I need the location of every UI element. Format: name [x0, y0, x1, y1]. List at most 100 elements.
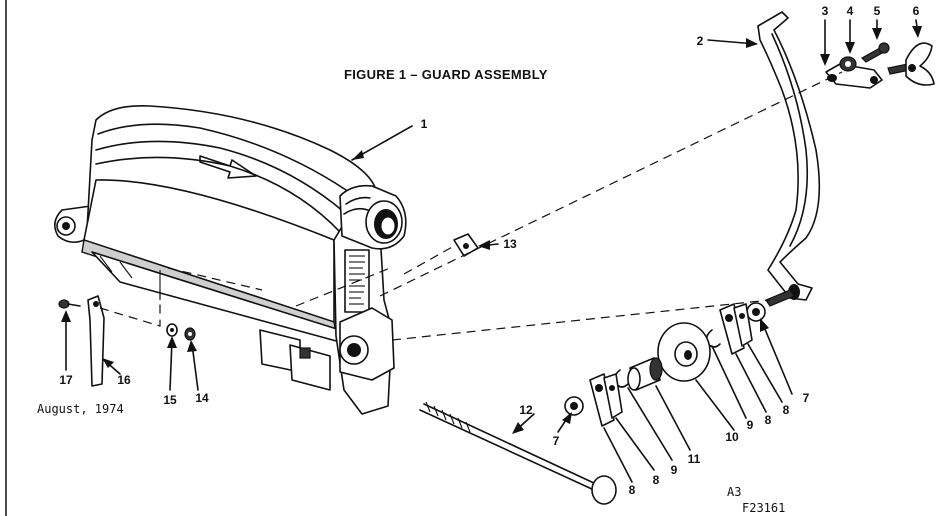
clamp-hardware: [825, 42, 935, 89]
leader-12-arrow: [512, 422, 524, 434]
plate-8-left-b-hole: [609, 385, 615, 391]
dust-spout-ribs: [343, 196, 371, 215]
leader-9-left: [627, 387, 673, 461]
bracket-square-hole: [299, 347, 311, 359]
assembly-dashed-lines: [99, 71, 843, 341]
leader-5-arrow: [872, 28, 882, 40]
guard-rod: [419, 401, 617, 505]
pointer-16: [87, 295, 105, 387]
leader-lines: [61, 19, 922, 483]
callout-8-right-a: 8: [783, 403, 790, 417]
callout-4: 4: [847, 4, 854, 18]
callout-8-left-a: 8: [653, 473, 660, 487]
clamp-hole-left: [827, 74, 837, 82]
guard-shell-line-2: [95, 140, 345, 213]
guard-housing: [54, 104, 407, 415]
leader-7-right: [761, 321, 793, 395]
rod-thread-marks: [425, 401, 471, 433]
leader-15-arrow: [167, 336, 177, 348]
nut-7-left-hole: [570, 402, 578, 410]
dust-spout-bore: [380, 216, 396, 236]
callout-12: 12: [519, 403, 533, 417]
callout-11: 11: [688, 452, 701, 466]
leader-7-left-arrow: [562, 412, 572, 424]
dash-pointer-to-slot: [99, 286, 161, 327]
leader-8-right: [747, 343, 783, 403]
dash-guard-inner: [295, 267, 391, 307]
leader-13-arrow: [478, 240, 490, 250]
wing-nut-icon: [905, 42, 935, 86]
callout-10: 10: [725, 430, 739, 444]
spring-sleeve-11-end: [627, 367, 641, 391]
callout-9-left: 9: [671, 463, 678, 477]
callout-7-right: 7: [803, 391, 810, 405]
callout-8-left-b: 8: [629, 483, 636, 497]
dash-boss-to-arm-bolt: [391, 299, 771, 341]
nut-7-right-hole: [752, 308, 760, 316]
plate-8-right-b: [733, 303, 753, 347]
issue-date: August, 1974: [37, 402, 124, 416]
leader-15: [169, 339, 173, 391]
guard-disc-10-hole: [684, 350, 692, 360]
leader-8-right-b: [735, 353, 767, 413]
callout-9-right: 9: [747, 418, 754, 432]
guard-skirt-ribs: [99, 255, 133, 279]
left-small-parts: [58, 295, 196, 387]
figure-title: FIGURE 1 – GUARD ASSEMBLY: [344, 67, 548, 82]
callout-7-left: 7: [553, 434, 560, 448]
arm-bolt: [765, 289, 795, 307]
callout-labels: 1 2 3 4 5 6 7 8 8 9 10 11 9 8 8 7 12 13 …: [59, 4, 919, 497]
rod-shaft-top: [423, 403, 597, 485]
guard-left-ear-hole-center: [62, 222, 70, 230]
plate-8-right-a-hole: [725, 314, 733, 322]
clamp-nut-hole: [845, 61, 851, 67]
leader-14: [191, 343, 199, 391]
leader-2-arrow: [746, 38, 758, 48]
leader-1-arrow: [352, 150, 364, 160]
leader-8-left-b: [603, 427, 633, 483]
shaft-hardware: [564, 289, 795, 427]
square-nut-hole: [463, 243, 469, 249]
dash-slot-line: [167, 267, 263, 291]
drawing-code-line-1: A3: [727, 485, 742, 499]
guard-arm-body: [757, 11, 821, 301]
callout-5: 5: [874, 4, 881, 18]
plate-8-left-b: [603, 373, 623, 419]
leader-3-arrow: [820, 54, 830, 66]
leader-7-right-arrow: [760, 318, 769, 332]
wing-nut-center: [908, 64, 916, 72]
pointer-16-hole: [93, 301, 99, 307]
leader-10: [695, 379, 735, 431]
leader-4-arrow: [845, 42, 855, 54]
callout-3: 3: [822, 4, 829, 18]
callout-15: 15: [163, 393, 177, 407]
callout-17: 17: [59, 373, 73, 387]
callout-1: 1: [421, 117, 428, 131]
leader-9-right: [711, 345, 747, 419]
square-nut-13: [453, 233, 479, 257]
guard-arm: [757, 11, 821, 301]
guard-arm-inner-edge: [771, 33, 809, 247]
callout-16: 16: [117, 373, 131, 387]
pivot-boss-hole: [347, 343, 361, 357]
washer-15-hole: [170, 328, 174, 332]
dash-to-square-nut: [403, 245, 455, 275]
warning-label-text-marks: [349, 255, 365, 305]
leader-16-arrow: [102, 358, 114, 368]
rod-knob: [591, 475, 617, 505]
clamp-screw-head: [878, 42, 890, 54]
dash-arm-to-clamp: [379, 71, 843, 297]
plate-8-left-a-hole: [595, 384, 603, 392]
leader-17-arrow: [61, 310, 71, 322]
callout-2: 2: [697, 34, 704, 48]
callout-13: 13: [503, 237, 517, 251]
callout-8-right-b: 8: [765, 413, 772, 427]
plate-8-right-b-hole: [739, 313, 745, 319]
screw-17-shank: [67, 303, 81, 307]
leader-11: [655, 385, 691, 451]
leader-8-left: [615, 417, 655, 471]
guard-shell-line-1: [97, 123, 347, 191]
clamp-hole-right: [870, 76, 878, 84]
spring-sleeve-11-far: [649, 357, 663, 381]
